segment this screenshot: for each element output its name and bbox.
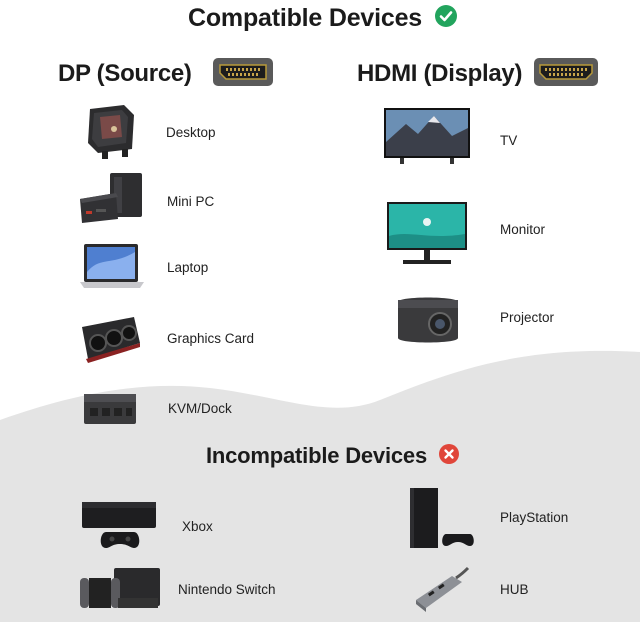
usb-hub-icon bbox=[416, 566, 470, 612]
displayport-connector-icon bbox=[213, 58, 273, 86]
mini-pc-icon bbox=[80, 173, 142, 223]
dp-item-kvm-dock: KVM/Dock bbox=[168, 401, 232, 416]
dp-item-mini-pc: Mini PC bbox=[167, 194, 215, 209]
desktop-pc-icon bbox=[88, 105, 134, 159]
hdmi-item-monitor: Monitor bbox=[500, 222, 546, 237]
compatible-title-text: Compatible Devices bbox=[188, 4, 422, 32]
incompatible-item-xbox: Xbox bbox=[182, 519, 213, 534]
graphics-card-icon bbox=[82, 317, 140, 363]
xbox-console-icon bbox=[82, 502, 156, 548]
dp-item-laptop: Laptop bbox=[167, 260, 209, 275]
kvm-dock-icon bbox=[84, 394, 136, 424]
x-circle-icon bbox=[438, 444, 459, 465]
dp-heading-text: DP (Source) bbox=[58, 60, 192, 87]
incompatible-devices-title: Incompatible Devices bbox=[206, 443, 459, 469]
dp-item-graphics-card: Graphics Card bbox=[167, 331, 255, 346]
incompatible-item-playstation: PlayStation bbox=[500, 510, 569, 525]
playstation-console-icon bbox=[410, 488, 474, 548]
dp-item-desktop: Desktop bbox=[166, 125, 216, 140]
hdmi-item-tv: TV bbox=[500, 133, 518, 148]
hdmi-display-heading: HDMI (Display) bbox=[357, 60, 522, 88]
hdmi-heading-text: HDMI (Display) bbox=[357, 60, 523, 87]
compatible-devices-title: Compatible Devices bbox=[188, 4, 457, 33]
laptop-icon bbox=[80, 244, 144, 288]
hdmi-connector-icon bbox=[534, 58, 598, 86]
tv-icon bbox=[384, 108, 470, 164]
dp-source-heading: DP (Source) bbox=[58, 60, 192, 88]
incompatible-item-hub: HUB bbox=[500, 582, 529, 597]
nintendo-switch-icon bbox=[80, 568, 160, 608]
monitor-icon bbox=[387, 202, 467, 264]
projector-icon bbox=[398, 297, 458, 343]
hdmi-item-projector: Projector bbox=[500, 310, 555, 325]
incompatible-item-nintendo-switch: Nintendo Switch bbox=[178, 582, 276, 597]
check-circle-icon bbox=[434, 5, 457, 28]
incompatible-title-text: Incompatible Devices bbox=[206, 443, 427, 468]
